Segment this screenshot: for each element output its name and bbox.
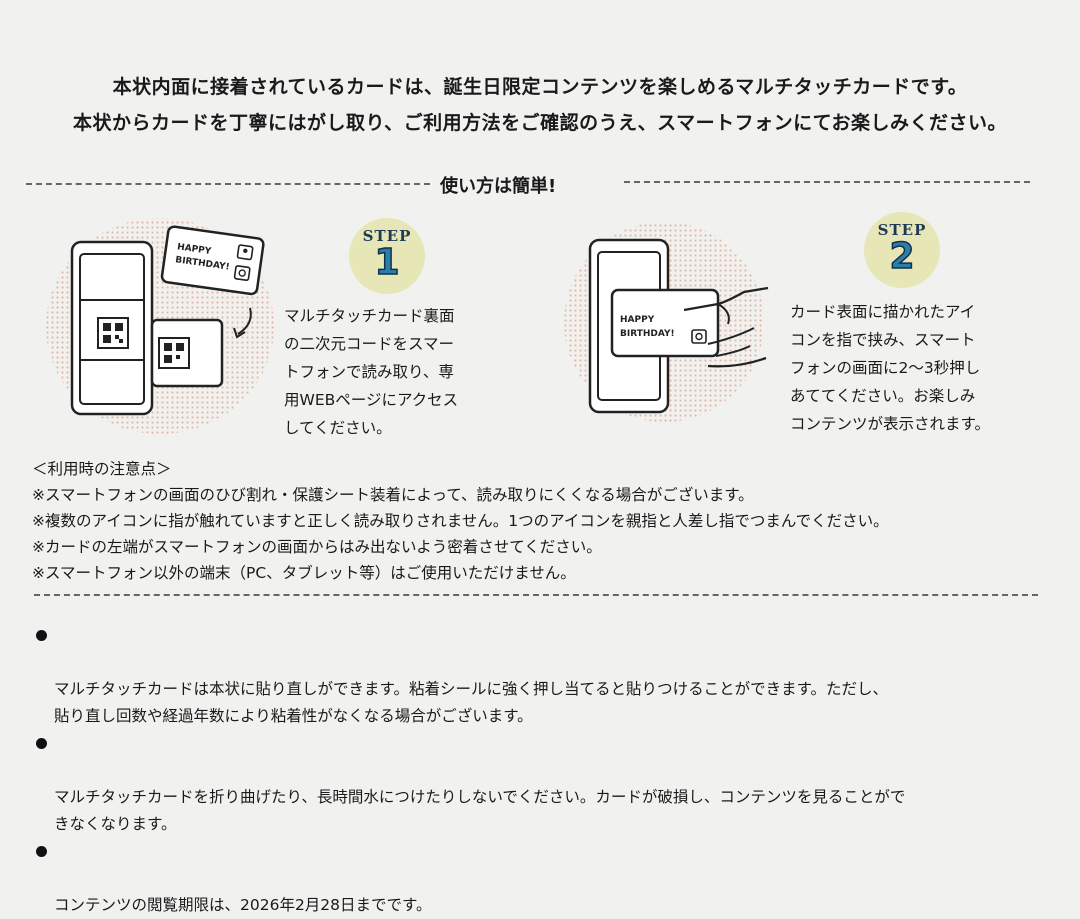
usage-notes: ＜利用時の注意点＞ ※スマートフォンの画面のひび割れ・保護シート装着によって、読… [32,456,889,586]
camera-icon-2 [691,329,707,344]
bullet-dot-icon [36,846,47,857]
camera-icon [233,265,251,282]
step2-word: STEP [877,221,927,239]
note-item: ※スマートフォンの画面のひび割れ・保護シート装着によって、読み取りにくくなる場合… [32,486,754,504]
finger-icon [683,286,769,368]
divider-left [26,183,430,185]
bullet-dot-icon [36,738,47,749]
card-front-icon-2: HAPPY BIRTHDAY! [610,288,720,358]
step2-text: カード表面に描かれたアイ コンを指で挟み、スマート フォンの画面に2〜3秒押し … [790,303,990,433]
bullet-text: コンテンツの閲覧期限は、2026年2月28日までです。 [54,896,432,914]
divider-right [624,181,1030,183]
card-text-happy: HAPPY [176,242,212,257]
bullet-dot-icon [36,630,47,641]
step1-number: 1 [374,241,401,284]
bullet-text: マルチタッチカードは本状に貼り直しができます。粘着シールに強く押し当てると貼りつ… [54,680,889,725]
intro-line-2: 本状からカードを丁寧にはがし取り、ご利用方法をご確認のうえ、スマートフォンにてお… [72,112,1008,134]
curved-arrow-icon [237,307,252,335]
step1-word: STEP [362,227,412,245]
bullet-item: マルチタッチカードを折り曲げたり、長時間水につけたりしないでください。カードが破… [32,730,905,838]
intro-line-1: 本状内面に接着されているカードは、誕生日限定コンテンツを楽しめるマルチタッチカー… [112,76,968,98]
bullet-text: マルチタッチカードを折り曲げたり、長時間水につけたりしないでください。カードが破… [54,788,906,833]
card-text-birthday-2: BIRTHDAY! [620,329,675,339]
card-back-qr-icon [150,318,224,388]
note-item: ※複数のアイコンに指が触れていますと正しく読み取りされません。1つのアイコンを親… [32,512,889,530]
notes-title: ＜利用時の注意点＞ [32,460,172,478]
step1-badge: STEP 1 [349,218,425,294]
step2-badge: STEP 2 [864,212,940,288]
divider-bottom [34,594,1038,596]
howto-title: 使い方は簡単! [440,176,557,197]
step2-number: 2 [889,235,916,278]
bullet-item: コンテンツの閲覧期限は、2026年2月28日までです。 [32,838,905,919]
note-item: ※スマートフォン以外の端末（PC、タブレット等）はご使用いただけません。 [32,564,576,582]
step1-illustration: HAPPY BIRTHDAY! [46,218,274,434]
bullet-item: マルチタッチカードは本状に貼り直しができます。粘着シールに強く押し当てると貼りつ… [32,622,905,730]
step2-illustration: HAPPY BIRTHDAY! [564,222,769,422]
step1-text: マルチタッチカード裏面 の二次元コードをスマー トフォンで読み取り、専 用WEB… [284,307,459,437]
card-text-happy-2: HAPPY [620,315,655,325]
bullet-list: マルチタッチカードは本状に貼り直しができます。粘着シールに強く押し当てると貼りつ… [32,622,905,919]
card-front-icon: HAPPY BIRTHDAY! [160,225,265,296]
note-item: ※カードの左端がスマートフォンの画面からはみ出ないよう密着させてください。 [32,538,602,556]
smartphone-icon [70,240,154,416]
